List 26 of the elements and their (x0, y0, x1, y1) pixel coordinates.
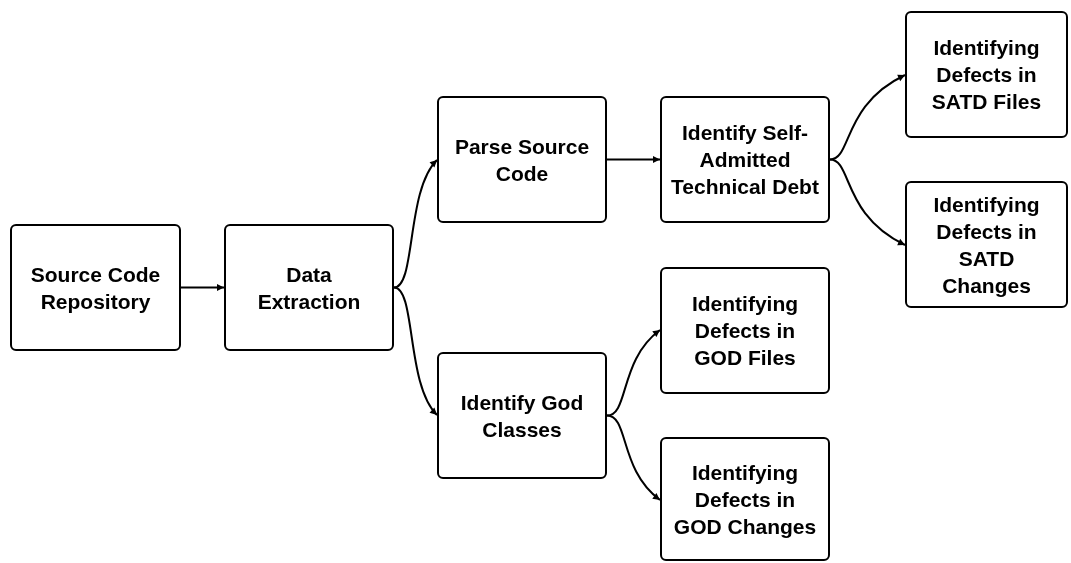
process-box (10, 224, 181, 351)
process-box (224, 224, 394, 351)
arrow (829, 158, 906, 246)
box-label: Identifying Defects in SATD Changes (932, 191, 1041, 299)
process-box (437, 352, 607, 479)
box-label: Parse Source Code (453, 133, 591, 187)
process-box (660, 437, 830, 561)
box-label: Identifying Defects in GOD Changes (672, 459, 818, 540)
box-label: Identify Self-Admitted Technical Debt (670, 120, 820, 200)
box-label: Identifying Defects in GOD Files (690, 291, 800, 371)
process-box (437, 96, 607, 223)
arrow (606, 414, 661, 501)
arrow (393, 159, 438, 289)
arrow (606, 156, 661, 163)
arrow (393, 286, 438, 416)
arrow (180, 284, 225, 291)
process-box (905, 181, 1068, 308)
arrow (829, 74, 906, 161)
process-box (660, 267, 830, 394)
box-label: Data Extraction (256, 261, 362, 315)
box-label: Identifying Defects in SATD Files (930, 35, 1043, 115)
arrow (606, 329, 661, 417)
process-box (660, 96, 830, 223)
process-box (905, 11, 1068, 138)
box-label: Identify God Classes (459, 389, 585, 443)
box-label: Source Code Repository (29, 261, 162, 315)
